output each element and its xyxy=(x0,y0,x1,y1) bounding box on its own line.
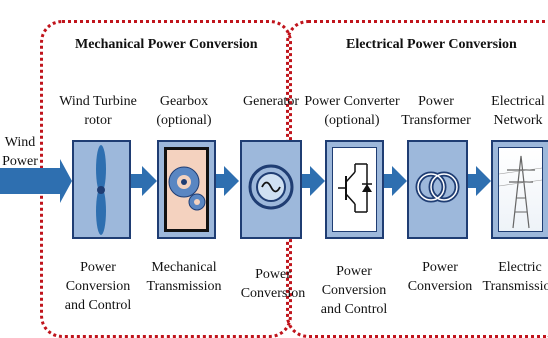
arrow-converter-to-transformer xyxy=(380,166,407,196)
electrical-region-title: Electrical Power Conversion xyxy=(346,37,517,52)
converter-panel xyxy=(332,147,377,232)
generator-icon xyxy=(248,164,294,210)
arrow-wind-to-rotor xyxy=(0,159,72,203)
transistor-diode-icon xyxy=(338,163,372,213)
rotor-block xyxy=(72,140,131,239)
arrow-generator-to-converter xyxy=(298,166,325,196)
gearbox-block xyxy=(157,140,216,239)
transformer-icon xyxy=(415,171,460,203)
arrow-transformer-to-network xyxy=(464,166,491,196)
network-block xyxy=(491,140,548,239)
converter-block xyxy=(325,140,384,239)
generator-block xyxy=(240,140,302,239)
transmission-tower-icon xyxy=(498,155,543,229)
mechanical-region-title: Mechanical Power Conversion xyxy=(75,37,258,52)
generator-title: Generator xyxy=(243,94,299,109)
transformer-block xyxy=(407,140,468,239)
arrow-gearbox-to-generator xyxy=(209,166,239,196)
network-panel xyxy=(498,147,543,232)
converter-title: Power Converter(optional) xyxy=(304,94,400,128)
network-caption: ElectricTransmission xyxy=(482,260,548,294)
rotor-blade-icon xyxy=(96,145,106,235)
arrow-rotor-to-gearbox xyxy=(130,166,157,196)
gearbox-title: Gearbox(optional) xyxy=(156,94,212,128)
flow-arrows xyxy=(0,159,491,203)
gearbox-panel xyxy=(164,147,209,232)
gear-icon xyxy=(168,166,206,211)
